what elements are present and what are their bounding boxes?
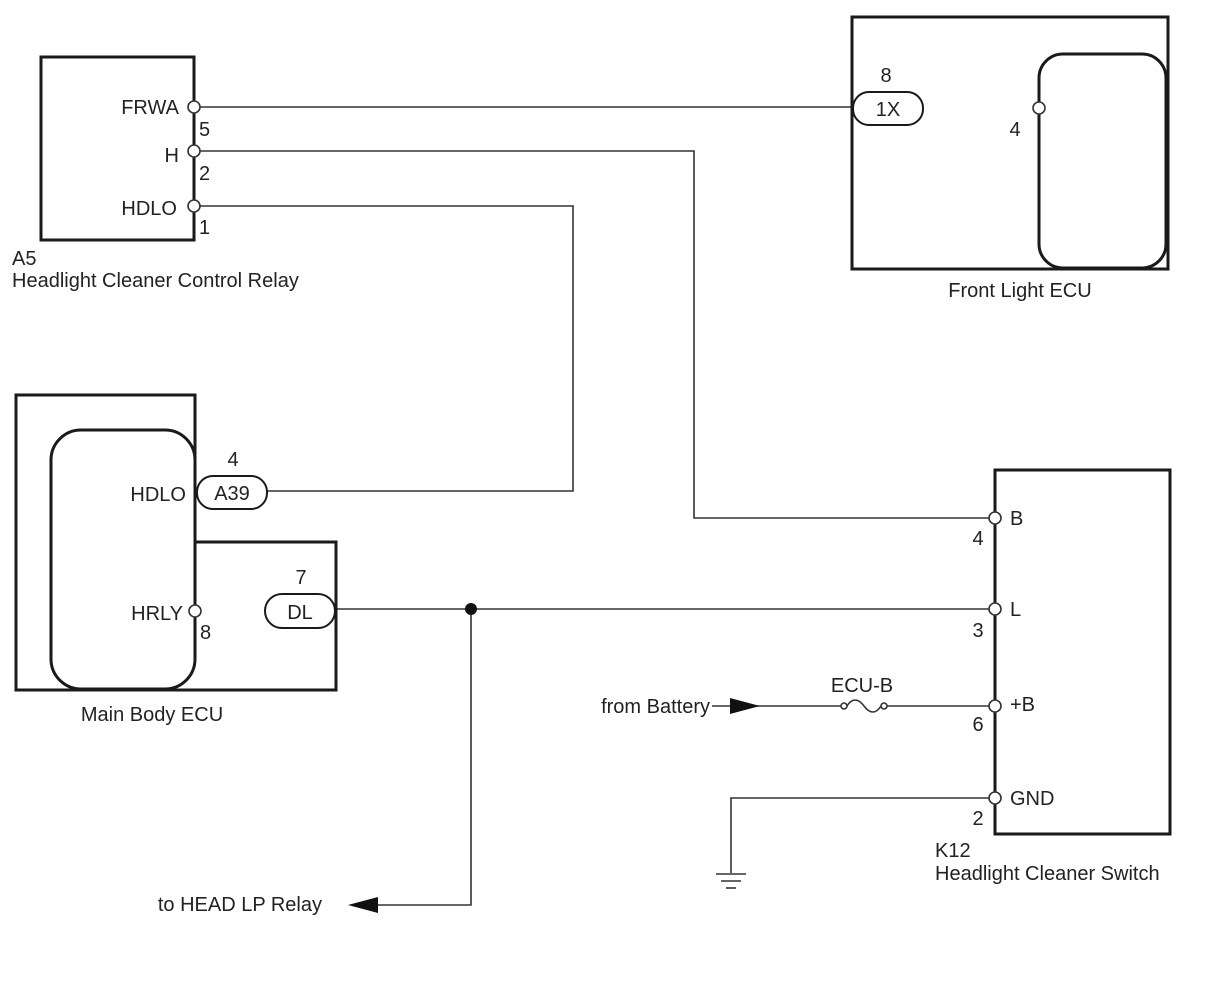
fuse-label: ECU-B	[831, 675, 893, 697]
arrow-from-battery	[730, 698, 760, 714]
relay-pin-hdlo	[187, 199, 201, 213]
front-ecu-pin-4	[1032, 101, 1046, 115]
switch-pin-gnd-label: GND	[1010, 788, 1054, 810]
main-ecu-pin-hrly	[188, 604, 202, 618]
relay-a5: FRWA H HDLO 5 2 1 A5 Headlight Cleaner C…	[12, 55, 299, 292]
relay-pin-hdlo-label: HDLO	[121, 198, 177, 220]
connector-a39-label: A39	[214, 483, 250, 505]
switch-box	[993, 468, 1172, 836]
relay-pin-h	[187, 144, 201, 158]
main-ecu-pin-hdlo-label: HDLO	[130, 484, 186, 506]
connector-1x	[852, 91, 924, 126]
switch-pin-plus-b	[988, 699, 1002, 713]
switch-pin-plus-b-label: +B	[1010, 694, 1035, 716]
switch-pin-l	[988, 602, 1002, 616]
switch-pin-b	[988, 511, 1002, 525]
connector-dl-num: 7	[295, 567, 306, 589]
wire-gnd	[730, 797, 989, 873]
fuse-element	[846, 699, 882, 713]
wire-h-b	[200, 150, 989, 519]
relay-code: A5	[12, 248, 36, 270]
relay-pin-2-num: 2	[199, 163, 210, 185]
connector-dl-label: DL	[287, 602, 313, 624]
relay-name: Headlight Cleaner Control Relay	[12, 270, 299, 292]
front-ecu-name: Front Light ECU	[948, 280, 1091, 302]
main-ecu-name: Main Body ECU	[81, 704, 223, 726]
main-ecu-pin-hrly-label: HRLY	[131, 603, 183, 625]
connector-dl	[264, 593, 336, 629]
splice-point	[465, 603, 477, 615]
relay-pin-h-label: H	[165, 145, 179, 167]
switch-name: Headlight Cleaner Switch	[935, 863, 1160, 885]
switch-pin-6-num: 6	[972, 714, 983, 736]
relay-pin-1-num: 1	[199, 217, 210, 239]
front-ecu-pin-4-num: 4	[1009, 119, 1020, 141]
switch-pin-4-num: 4	[972, 528, 983, 550]
connector-a39	[196, 475, 268, 510]
arrow-to-head-lp	[348, 897, 378, 913]
wire-to-head-lp	[378, 609, 472, 906]
switch-pin-b-label: B	[1010, 508, 1023, 530]
connector-1x-label: 1X	[876, 99, 900, 121]
ground-icon	[716, 873, 746, 889]
fuse-terminal-right	[880, 702, 888, 710]
switch-k12: B L +B GND 4 3 6 2 K12 Headlight Cleaner…	[935, 468, 1172, 885]
switch-pin-2-num: 2	[972, 808, 983, 830]
wire-hdlo-a39	[200, 205, 574, 492]
battery-label: from Battery	[601, 696, 710, 718]
relay-pin-5-num: 5	[199, 119, 210, 141]
switch-code: K12	[935, 840, 971, 862]
wires	[200, 106, 1034, 906]
fuse-terminal-left	[840, 702, 848, 710]
switch-pin-3-num: 3	[972, 620, 983, 642]
connector-a39-num: 4	[227, 449, 238, 471]
relay-pin-frwa-label: FRWA	[121, 97, 179, 119]
front-ecu-inner	[1037, 52, 1168, 270]
main-ecu-inner	[49, 428, 197, 691]
switch-pin-gnd	[988, 791, 1002, 805]
main-ecu-pin-8-num: 8	[200, 622, 211, 644]
fuse-ecu-b: ECU-B	[831, 675, 893, 713]
switch-pin-l-label: L	[1010, 599, 1021, 621]
head-lp-label: to HEAD LP Relay	[158, 894, 322, 916]
front-light-ecu: 1X 8 4 Front Light ECU	[850, 15, 1170, 302]
main-body-ecu: HDLO A39 4 HRLY 8 DL 7 Main Body ECU	[14, 393, 338, 726]
connector-1x-num: 8	[880, 65, 891, 87]
relay-pin-frwa	[187, 100, 201, 114]
